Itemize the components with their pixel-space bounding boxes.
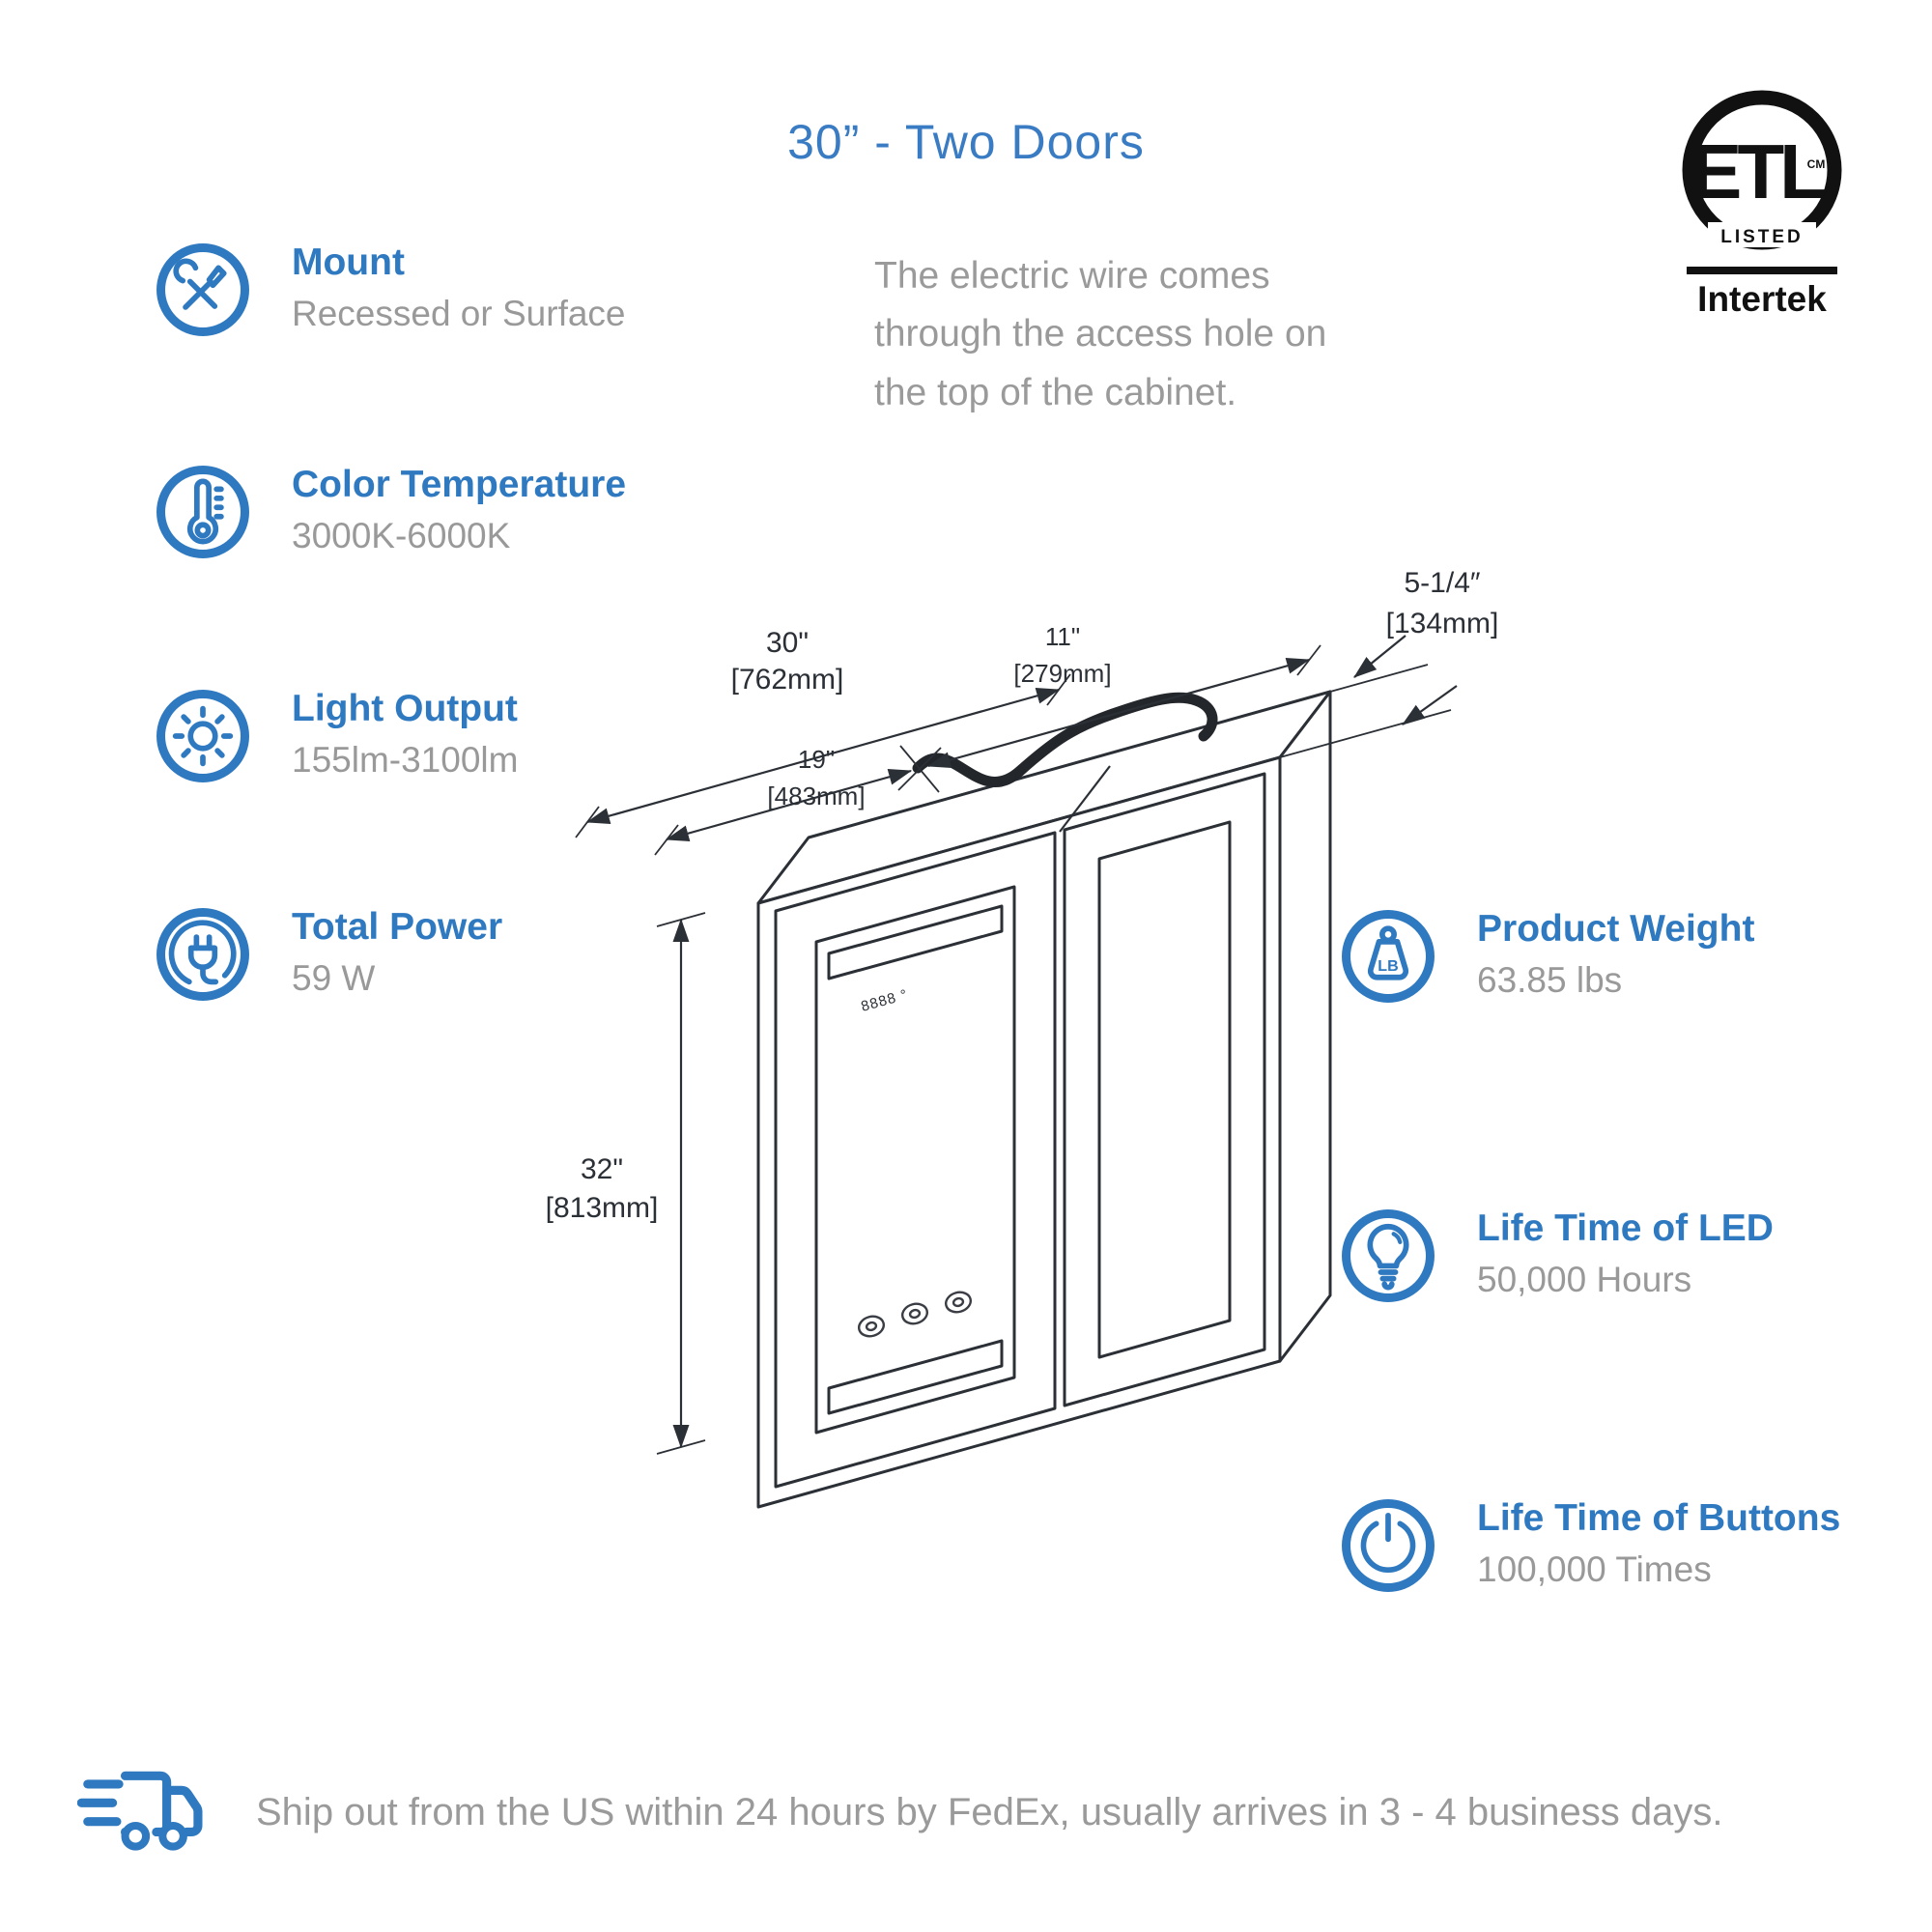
power-icon (1338, 1495, 1438, 1596)
feature-label: Color Temperature (292, 464, 627, 505)
dim-left-in: 19" (798, 745, 835, 774)
etl-mark: ETL (1690, 128, 1825, 214)
feature-label: Total Power (292, 906, 503, 948)
dim-left-mm: [483mm] (767, 781, 865, 810)
sun-icon (153, 686, 253, 786)
feature-buttons-lifetime: Life Time of Buttons 100,000 Times (1338, 1495, 1840, 1596)
cabinet-body: 8888 ° (756, 690, 1332, 1509)
feature-value: 50,000 Hours (1477, 1260, 1692, 1299)
intertek-label: Intertek (1697, 279, 1827, 319)
feature-color-temperature: Color Temperature 3000K-6000K (153, 462, 626, 562)
dim-depth-mm: [134mm] (1386, 608, 1499, 639)
delivery-truck-icon (77, 1745, 213, 1880)
etl-listed-icon: ETL CM LISTED Intertek (1682, 90, 1842, 319)
weight-lb-icon: LB (1338, 906, 1438, 1007)
feature-value: 100,000 Times (1477, 1549, 1712, 1589)
feature-value: 63.85 lbs (1477, 960, 1623, 1000)
dim-depth: 5-1/4″ [134mm] (1279, 567, 1499, 758)
thermometer-icon (153, 462, 253, 562)
dim-right-in: 11" (1045, 622, 1080, 651)
feature-total-power: Total Power 59 W (153, 904, 502, 1005)
feature-label: Life Time of LED (1477, 1208, 1774, 1249)
tools-icon (153, 240, 253, 340)
feature-value: Recessed or Surface (292, 294, 626, 333)
dim-depth-in: 5-1/4″ (1405, 567, 1481, 599)
etl-cm-mark: CM (1807, 157, 1826, 171)
dim-height-mm: [813mm] (546, 1192, 659, 1224)
dim-right-mm: [279mm] (1013, 659, 1111, 688)
dim-height: 32" [813mm] (546, 912, 706, 1455)
feature-led-lifetime: Life Time of LED 50,000 Hours (1338, 1206, 1774, 1306)
dim-width-in: 30" (766, 627, 809, 659)
control-buttons (857, 1291, 973, 1338)
feature-label: Life Time of Buttons (1477, 1497, 1841, 1539)
feature-label: Product Weight (1477, 908, 1755, 950)
feature-mount: Mount Recessed or Surface (153, 240, 626, 340)
led-strip-top (827, 904, 1004, 980)
shipping-text: Ship out from the US within 24 hours by … (256, 1790, 1723, 1833)
shipping-info: Ship out from the US within 24 hours by … (77, 1745, 1723, 1880)
dim-width-mm: [762mm] (731, 664, 844, 696)
feature-value: 155lm-3100lm (292, 740, 519, 780)
feature-label: Light Output (292, 688, 518, 729)
svg-text:LB: LB (1378, 957, 1398, 975)
led-strip-bottom (827, 1339, 1004, 1415)
feature-light-output: Light Output 155lm-3100lm (153, 686, 518, 786)
plug-icon (153, 904, 253, 1005)
feature-label: Mount (292, 242, 405, 283)
feature-product-weight: LB Product Weight 63.85 lbs (1338, 906, 1754, 1007)
bulb-icon (1338, 1206, 1438, 1306)
feature-value: 59 W (292, 958, 376, 998)
dim-height-in: 32" (581, 1153, 623, 1185)
dim-sections: 19" [483mm] 11" [279mm] (654, 622, 1321, 856)
feature-value: 3000K-6000K (292, 516, 511, 555)
etl-listed-label: LISTED (1720, 227, 1804, 247)
etl-certification-logo: ETL CM LISTED Intertek (1669, 81, 1855, 321)
page-title: 30” - Two Doors (787, 115, 1145, 169)
wire-note: The electric wire comes through the acce… (874, 255, 1327, 413)
